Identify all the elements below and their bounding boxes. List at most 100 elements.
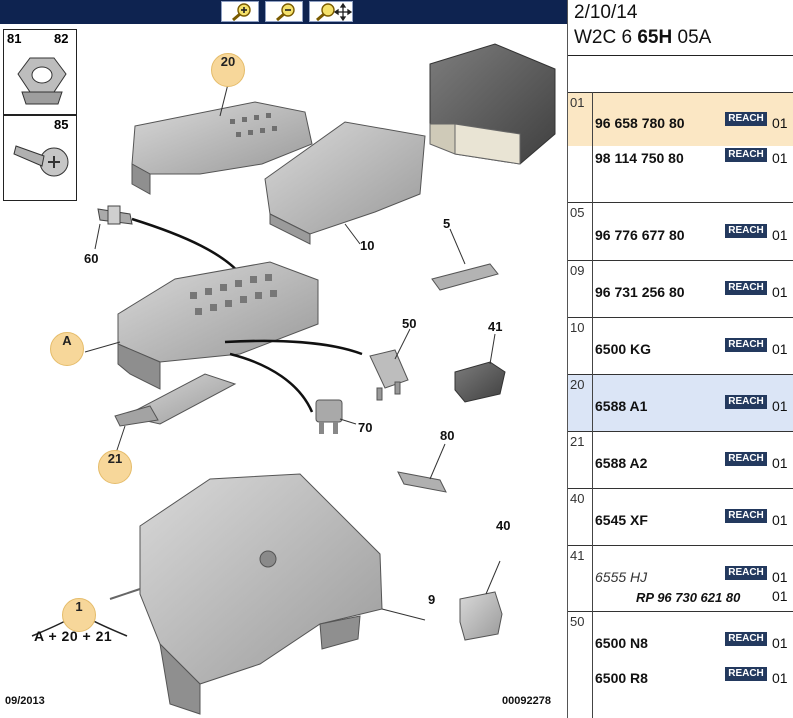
parts-panel: 2/10/14 W2C 6 65H 05A 01 96 658 780 80 R… [567,0,793,718]
group-number: 41 [570,548,585,563]
replacement-quantity: 01 [772,588,788,604]
part-number[interactable]: 98 114 750 80 [595,150,684,166]
model-code-bold: 65H [637,27,673,48]
callout-10: 10 [360,238,375,253]
part-A-fuse-box [117,261,319,390]
reach-badge[interactable]: REACH [725,338,767,352]
parts-group-21[interactable]: 21 6588 A2 REACH 01 [568,431,793,488]
parts-group-40[interactable]: 40 6545 XF REACH 01 [568,488,793,545]
reach-badge[interactable]: REACH [725,281,767,295]
reach-badge[interactable]: REACH [725,395,767,409]
group-number: 21 [570,434,585,449]
hardware-box-nut: 81 82 [3,29,77,115]
part-quantity: 01 [772,635,788,651]
part-quantity: 01 [772,512,788,528]
part-80-tab [397,471,447,493]
part-20-upper-cover [131,101,313,195]
part-quantity: 01 [772,284,788,300]
part-quantity: 01 [772,341,788,357]
hex-nut-icon [17,57,67,105]
zoom-in-icon [232,3,251,21]
part-number-superseded[interactable]: 6555 HJ [595,569,648,585]
callout-70: 70 [358,420,373,435]
callout-60: 60 [84,251,99,266]
zoom-pan-icon [316,2,352,21]
group-number: 10 [570,320,585,335]
zoom-pan-button[interactable] [309,1,353,22]
parts-group-05[interactable]: 05 96 776 677 80 REACH 01 [568,202,793,260]
part-70-fuse [315,399,343,434]
part-number[interactable]: 6500 N8 [595,635,648,651]
replacement-part-number[interactable]: RP 96 730 621 80 [636,590,741,605]
reach-badge[interactable]: REACH [725,509,767,523]
exploded-diagram: 81 82 85 60 10 5 50 41 70 80 40 9 20 A 2… [0,24,567,718]
part-number[interactable]: 6545 XF [595,512,648,528]
hardware-box-screw: 85 [3,115,77,201]
relay-module-photo [429,43,556,165]
parts-group-10[interactable]: 10 6500 KG REACH 01 [568,317,793,374]
toolbar [0,0,567,24]
hardware-label: 81 [7,31,22,46]
group-number: 20 [570,377,585,392]
zoom-in-button[interactable] [221,1,259,22]
diagram-artwork [31,43,556,715]
parts-group-09[interactable]: 09 96 731 256 80 REACH 01 [568,260,793,317]
part-60-fuse-link [97,205,133,225]
part-number[interactable]: 96 658 780 80 [595,115,685,131]
group-column-divider [592,92,593,718]
zoom-out-button[interactable] [265,1,303,22]
parts-group-50[interactable]: 50 6500 N8 REACH 01 6500 R8 REACH 01 [568,611,793,718]
part-quantity: 01 [772,569,788,585]
reach-badge[interactable]: REACH [725,667,767,681]
reach-badge[interactable]: REACH [725,632,767,646]
callout-40: 40 [496,518,511,533]
reach-badge[interactable]: REACH [725,452,767,466]
part-41-relay [454,361,506,403]
part-quantity: 01 [772,670,788,686]
bubble-1: 1 [62,598,96,632]
screw-icon [13,145,69,177]
assembly-formula: A + 20 + 21 [34,628,113,644]
callout-5: 5 [443,216,451,231]
panel-date: 2/10/14 [574,2,638,23]
diagram-reference: 00092278 [502,695,551,707]
hardware-label: 85 [54,117,69,132]
parts-group-41[interactable]: 41 6555 HJ REACH 01 RP 96 730 621 80 01 [568,545,793,611]
part-9-lower-tray [109,473,383,715]
callout-50: 50 [402,316,417,331]
part-number[interactable]: 6500 KG [595,341,652,357]
bubble-21: 21 [98,450,132,484]
part-40-relay [459,591,503,641]
part-10-lid [264,121,426,245]
callout-41: 41 [488,319,503,334]
diagram-date: 09/2013 [5,695,45,707]
parts-group-01-row2[interactable]: 98 114 750 80 REACH 01 [568,146,793,202]
callout-80: 80 [440,428,455,443]
reach-badge[interactable]: REACH [725,112,767,126]
parts-group-01[interactable]: 01 96 658 780 80 REACH 01 [568,92,793,146]
zoom-out-icon [276,3,295,21]
bubble-A: A [50,332,84,366]
part-21-bracket [114,373,237,427]
group-number: 40 [570,491,585,506]
group-number: 01 [570,95,585,110]
part-number[interactable]: 6588 A1 [595,398,648,414]
bubble-20: 20 [211,53,245,87]
part-number[interactable]: 96 731 256 80 [595,284,685,300]
part-number[interactable]: 6500 R8 [595,670,648,686]
parts-group-20[interactable]: 20 6588 A1 REACH 01 [568,374,793,431]
reach-badge[interactable]: REACH [725,224,767,238]
panel-model-code: W2C 6 65H 05A [574,27,711,49]
callout-9: 9 [428,592,436,607]
part-quantity: 01 [772,398,788,414]
reach-badge[interactable]: REACH [725,566,767,580]
part-number[interactable]: 6588 A2 [595,455,648,471]
part-5-connector [431,263,499,291]
group-number: 50 [570,614,585,629]
model-code-prefix: W2C 6 [574,27,638,48]
part-50-maxi-fuse [369,349,409,401]
group-number: 09 [570,263,585,278]
reach-badge[interactable]: REACH [725,148,767,162]
part-number[interactable]: 96 776 677 80 [595,227,685,243]
part-quantity: 01 [772,455,788,471]
